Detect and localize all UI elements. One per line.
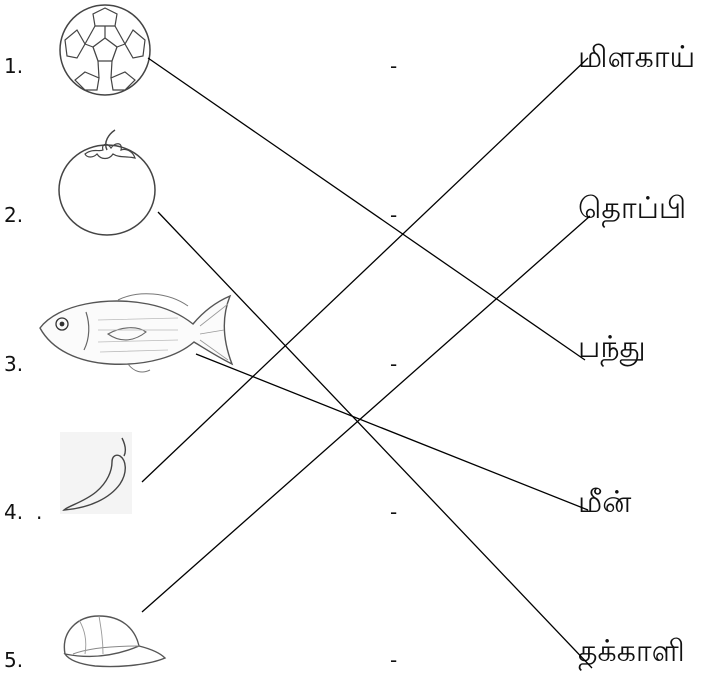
cap-icon xyxy=(55,610,167,670)
item-number-1: 1. xyxy=(4,54,23,78)
item-number-3: 3. xyxy=(4,352,23,376)
word-ball: பந்து xyxy=(578,330,646,369)
match-line-fish xyxy=(196,354,588,510)
item-number-5: 5. xyxy=(4,648,23,672)
match-line-cap xyxy=(142,216,590,612)
separator-dash-3: - xyxy=(390,352,397,376)
item-number-4: 4. xyxy=(4,500,23,524)
separator-dash-1: - xyxy=(390,54,397,78)
separator-dash-2: - xyxy=(390,203,397,227)
fish-icon xyxy=(38,290,238,380)
item-number-2: 2. xyxy=(4,203,23,227)
separator-dash-5: - xyxy=(390,648,397,672)
match-line-chili xyxy=(142,58,588,482)
word-fish: மீன் xyxy=(578,485,631,524)
separator-dash-4: - xyxy=(390,500,397,524)
word-tomato: தக்காளி xyxy=(578,634,685,673)
match-line-tomato xyxy=(158,212,592,668)
stray-dot: . xyxy=(36,500,42,524)
football-icon xyxy=(55,0,155,100)
word-cap: தொப்பி xyxy=(578,191,686,230)
chili-pepper-icon xyxy=(60,432,132,514)
tomato-icon xyxy=(55,128,165,240)
word-chili: மிளகாய் xyxy=(578,40,695,79)
